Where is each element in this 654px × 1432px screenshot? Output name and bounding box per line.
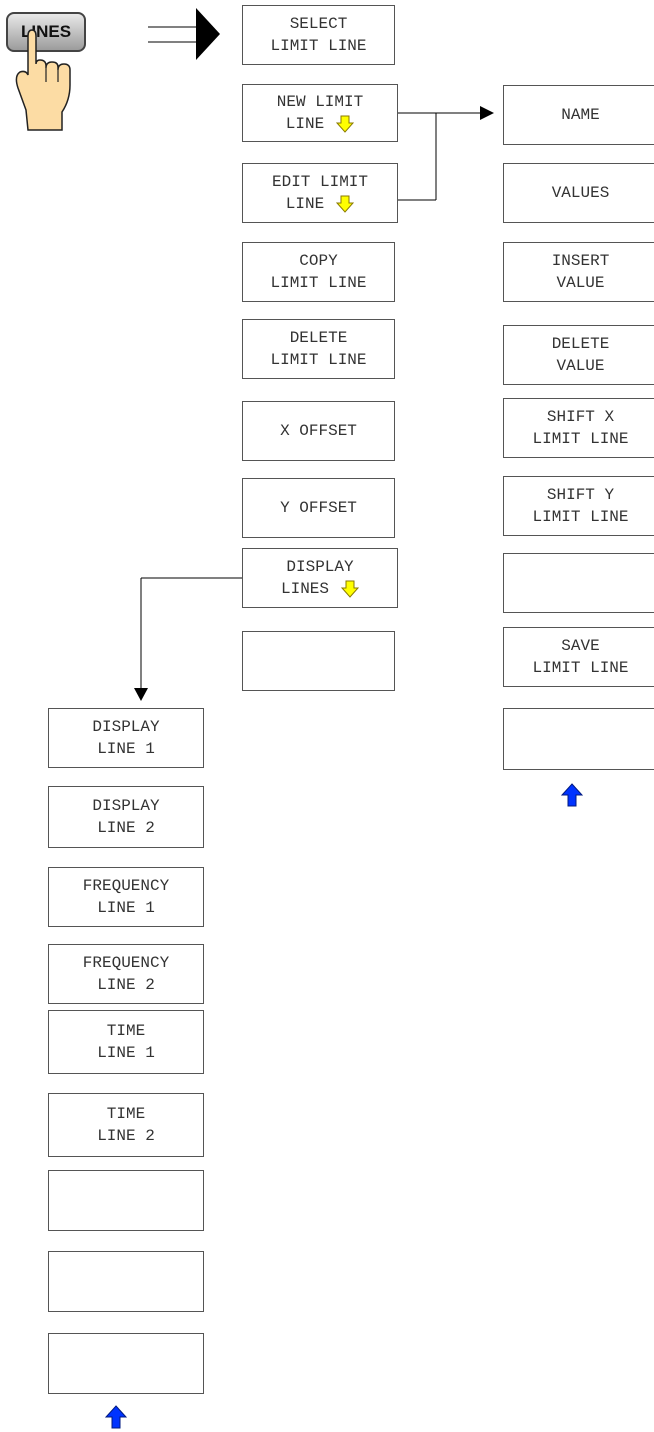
- softkey-label-line1: FREQUENCY: [82, 877, 170, 895]
- softkey-label-line1: Y OFFSET: [280, 499, 357, 517]
- down-arrow-icon: [336, 115, 355, 133]
- softkey-values[interactable]: VALUES: [503, 163, 654, 223]
- softkey-display-line-1[interactable]: DISPLAY LINE 1: [48, 708, 204, 768]
- softkey-label-line1: DELETE: [289, 329, 348, 347]
- softkey-empty[interactable]: [48, 1251, 204, 1312]
- softkey-copy-limit-line[interactable]: COPY LIMIT LINE: [242, 242, 395, 302]
- softkey-label-line2: LINE 2: [97, 976, 155, 994]
- softkey-label-line2: LINE 1: [97, 899, 155, 917]
- softkey-shift-x-limit-line[interactable]: SHIFT X LIMIT LINE: [503, 398, 654, 458]
- softkey-label-line1: DISPLAY: [92, 718, 160, 736]
- softkey-new-limit-line[interactable]: NEW LIMIT LINE: [242, 84, 398, 142]
- softkey-label-line2: LIMIT LINE: [270, 351, 367, 369]
- softkey-label-line1: X OFFSET: [280, 422, 357, 440]
- softkey-label-line1: DISPLAY: [92, 797, 160, 815]
- softkey-display-lines[interactable]: DISPLAY LINES: [242, 548, 398, 608]
- softkey-label-line1: INSERT: [551, 252, 610, 270]
- softkey-label-line2: LIMIT LINE: [532, 659, 629, 677]
- softkey-frequency-line-1[interactable]: FREQUENCY LINE 1: [48, 867, 204, 927]
- softkey-label-line1: TIME: [106, 1105, 146, 1123]
- softkey-edit-limit-line[interactable]: EDIT LIMIT LINE: [242, 163, 398, 223]
- softkey-delete-value[interactable]: DELETE VALUE: [503, 325, 654, 385]
- softkey-empty[interactable]: [48, 1333, 204, 1394]
- softkey-label-line1: SELECT: [289, 15, 348, 33]
- softkey-label-line2: LINE 1: [97, 740, 155, 758]
- softkey-label-line1: COPY: [299, 252, 338, 270]
- softkey-label-line1: SHIFT Y: [546, 486, 615, 504]
- up-arrow-icon[interactable]: [105, 1405, 127, 1429]
- softkey-shift-y-limit-line[interactable]: SHIFT Y LIMIT LINE: [503, 476, 654, 536]
- softkey-label-line1: TIME: [106, 1022, 146, 1040]
- softkey-empty[interactable]: [503, 553, 654, 613]
- softkey-save-limit-line[interactable]: SAVE LIMIT LINE: [503, 627, 654, 687]
- down-arrow-icon: [341, 580, 359, 598]
- softkey-label-line2: LINE: [285, 195, 325, 213]
- softkey-label-line1: VALUES: [551, 184, 610, 202]
- softkey-label-line2: LIMIT LINE: [270, 37, 367, 55]
- down-arrow-icon: [336, 195, 355, 213]
- softkey-label-line1: FREQUENCY: [82, 954, 170, 972]
- softkey-frequency-line-2[interactable]: FREQUENCY LINE 2: [48, 944, 204, 1004]
- softkey-label-line1: NEW LIMIT: [276, 93, 364, 111]
- softkey-label-line2: LINE: [285, 115, 325, 133]
- softkey-label-line2: LINE 2: [97, 1127, 155, 1145]
- softkey-x-offset[interactable]: X OFFSET: [242, 401, 395, 461]
- softkey-label-line2: LIMIT LINE: [532, 508, 629, 526]
- softkey-time-line-2[interactable]: TIME LINE 2: [48, 1093, 204, 1157]
- softkey-y-offset[interactable]: Y OFFSET: [242, 478, 395, 538]
- softkey-label-line1: DISPLAY: [286, 558, 354, 576]
- softkey-label-line2: LIMIT LINE: [270, 274, 367, 292]
- softkey-display-line-2[interactable]: DISPLAY LINE 2: [48, 786, 204, 848]
- softkey-name[interactable]: NAME: [503, 85, 654, 145]
- softkey-label-line1: DELETE: [551, 335, 610, 353]
- up-arrow-icon[interactable]: [561, 783, 583, 807]
- softkey-label-line1: EDIT LIMIT: [271, 173, 368, 191]
- softkey-label-line2: LINES: [280, 580, 329, 598]
- softkey-select-limit-line[interactable]: SELECT LIMIT LINE: [242, 5, 395, 65]
- softkey-empty[interactable]: [48, 1170, 204, 1231]
- softkey-insert-value[interactable]: INSERT VALUE: [503, 242, 654, 302]
- softkey-time-line-1[interactable]: TIME LINE 1: [48, 1010, 204, 1074]
- softkey-label-line1: NAME: [561, 106, 600, 124]
- softkey-label-line2: VALUE: [556, 357, 605, 375]
- softkey-empty[interactable]: [242, 631, 395, 691]
- softkey-delete-limit-line[interactable]: DELETE LIMIT LINE: [242, 319, 395, 379]
- softkey-label-line2: LIMIT LINE: [532, 430, 629, 448]
- softkey-label-line2: LINE 1: [97, 1044, 155, 1062]
- softkey-label-line1: SAVE: [561, 637, 600, 655]
- softkey-empty[interactable]: [503, 708, 654, 770]
- softkey-label-line1: SHIFT X: [546, 408, 615, 426]
- softkey-label-line2: VALUE: [556, 274, 605, 292]
- pointing-hand-icon: [15, 29, 71, 131]
- softkey-label-line2: LINE 2: [97, 819, 155, 837]
